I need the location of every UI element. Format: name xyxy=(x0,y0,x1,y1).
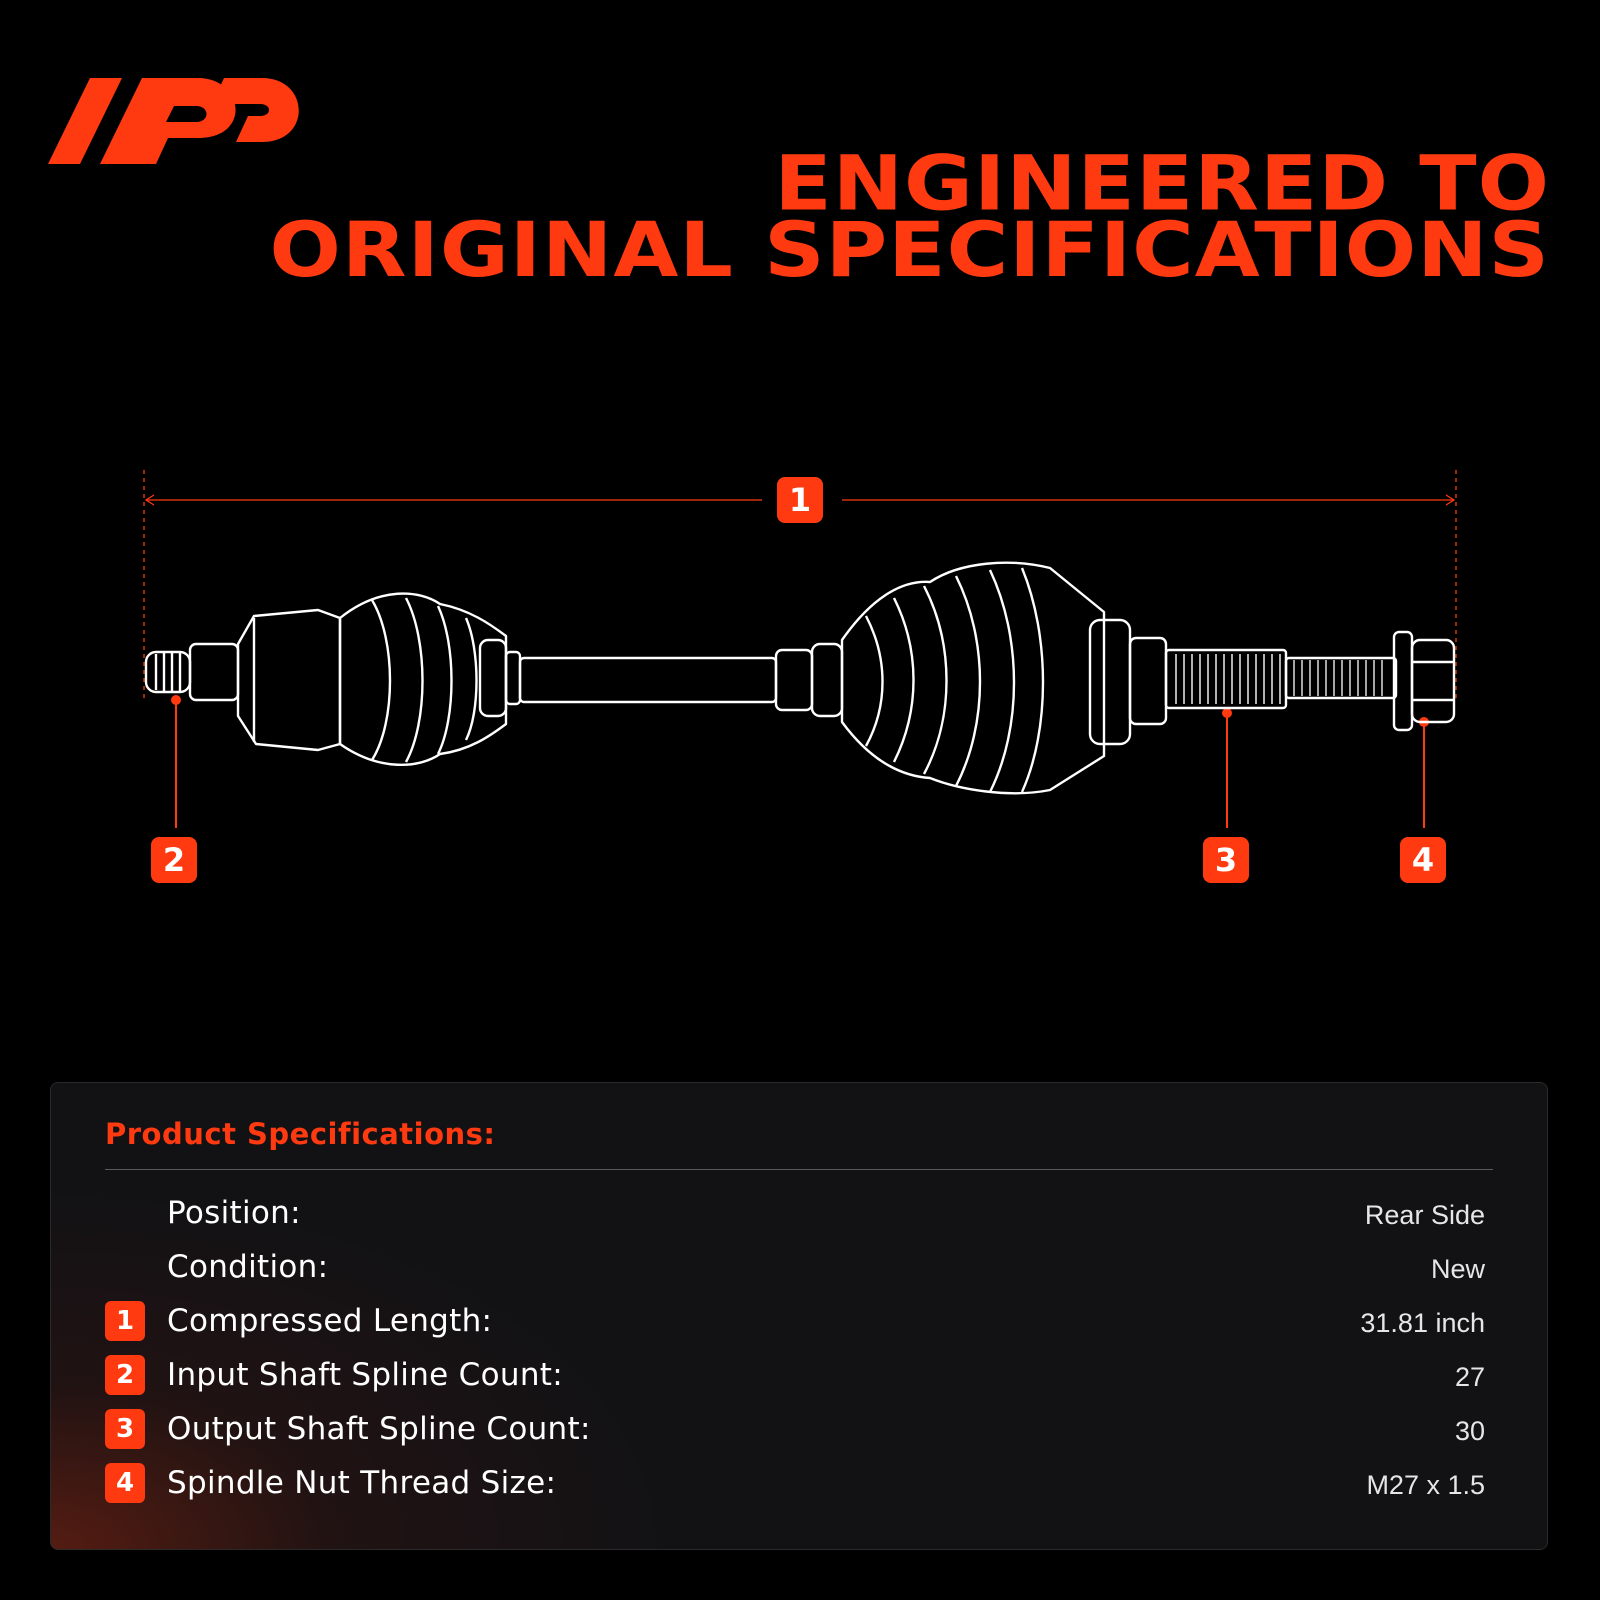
spec-label: Spindle Nut Thread Size: xyxy=(167,1465,557,1501)
spec-row-compressed-length: 1 Compressed Length: 31.81 inch xyxy=(105,1301,1485,1347)
callout-badge-1: 1 xyxy=(777,477,823,523)
dimension-arrow-left xyxy=(144,494,155,506)
axle-shaft xyxy=(518,656,778,704)
spec-label: Condition: xyxy=(167,1249,329,1285)
spec-label: Compressed Length: xyxy=(167,1303,493,1339)
spec-number-badge: 4 xyxy=(105,1463,145,1503)
callout-badge-3: 3 xyxy=(1203,837,1249,883)
dimension-arrow-right xyxy=(1445,494,1456,506)
leader-dot-2 xyxy=(171,695,181,705)
input-collar xyxy=(188,642,240,702)
callout-badge-4: 4 xyxy=(1400,837,1446,883)
spec-title: Product Specifications: xyxy=(105,1117,496,1151)
headline-line-2: ORIGINAL SPECIFICATIONS xyxy=(269,205,1550,294)
spec-row-condition: Condition: New xyxy=(105,1247,1485,1293)
spec-label: Input Shaft Spline Count: xyxy=(167,1357,563,1393)
brand-logo-icon xyxy=(48,78,299,164)
callout-badge-2: 2 xyxy=(151,837,197,883)
spindle-nut xyxy=(1410,638,1456,724)
headline: ENGINEERED TO ORIGINAL SPECIFICATIONS xyxy=(269,139,1551,294)
cv-axle-diagram: 1 2 3 4 xyxy=(0,440,1600,900)
spec-value: 31.81 inch xyxy=(1360,1308,1485,1338)
inner-boot xyxy=(338,592,508,767)
spec-row-input-spline: 2 Input Shaft Spline Count: 27 xyxy=(105,1355,1485,1401)
spec-value: New xyxy=(1430,1254,1485,1284)
spec-row-output-spline: 3 Output Shaft Spline Count: 30 xyxy=(105,1409,1485,1455)
spec-label: Output Shaft Spline Count: xyxy=(167,1411,591,1447)
spec-number-badge: 2 xyxy=(105,1355,145,1395)
outer-housing xyxy=(1088,618,1132,746)
spec-number-badge: 1 xyxy=(105,1301,145,1341)
spec-value: 30 xyxy=(1454,1416,1485,1446)
spec-row-spindle-nut: 4 Spindle Nut Thread Size: M27 x 1.5 xyxy=(105,1463,1485,1509)
spec-divider xyxy=(105,1169,1493,1170)
outer-boot xyxy=(840,561,1106,795)
spec-value: 27 xyxy=(1454,1362,1485,1392)
spec-value: M27 x 1.5 xyxy=(1366,1470,1485,1500)
input-spline-stub xyxy=(144,650,192,694)
threaded-stub xyxy=(1284,656,1398,700)
spec-label: Position: xyxy=(167,1195,301,1231)
cv-axle-drawing xyxy=(143,470,1457,828)
product-specifications-card: Product Specifications: Position: Rear S… xyxy=(50,1082,1548,1550)
spec-number-badge: 3 xyxy=(105,1409,145,1449)
leader-dot-3 xyxy=(1222,708,1232,718)
spec-value: Rear Side xyxy=(1364,1200,1485,1230)
spec-row-position: Position: Rear Side xyxy=(105,1193,1485,1239)
headline-line-1: ENGINEERED TO xyxy=(774,139,1550,228)
